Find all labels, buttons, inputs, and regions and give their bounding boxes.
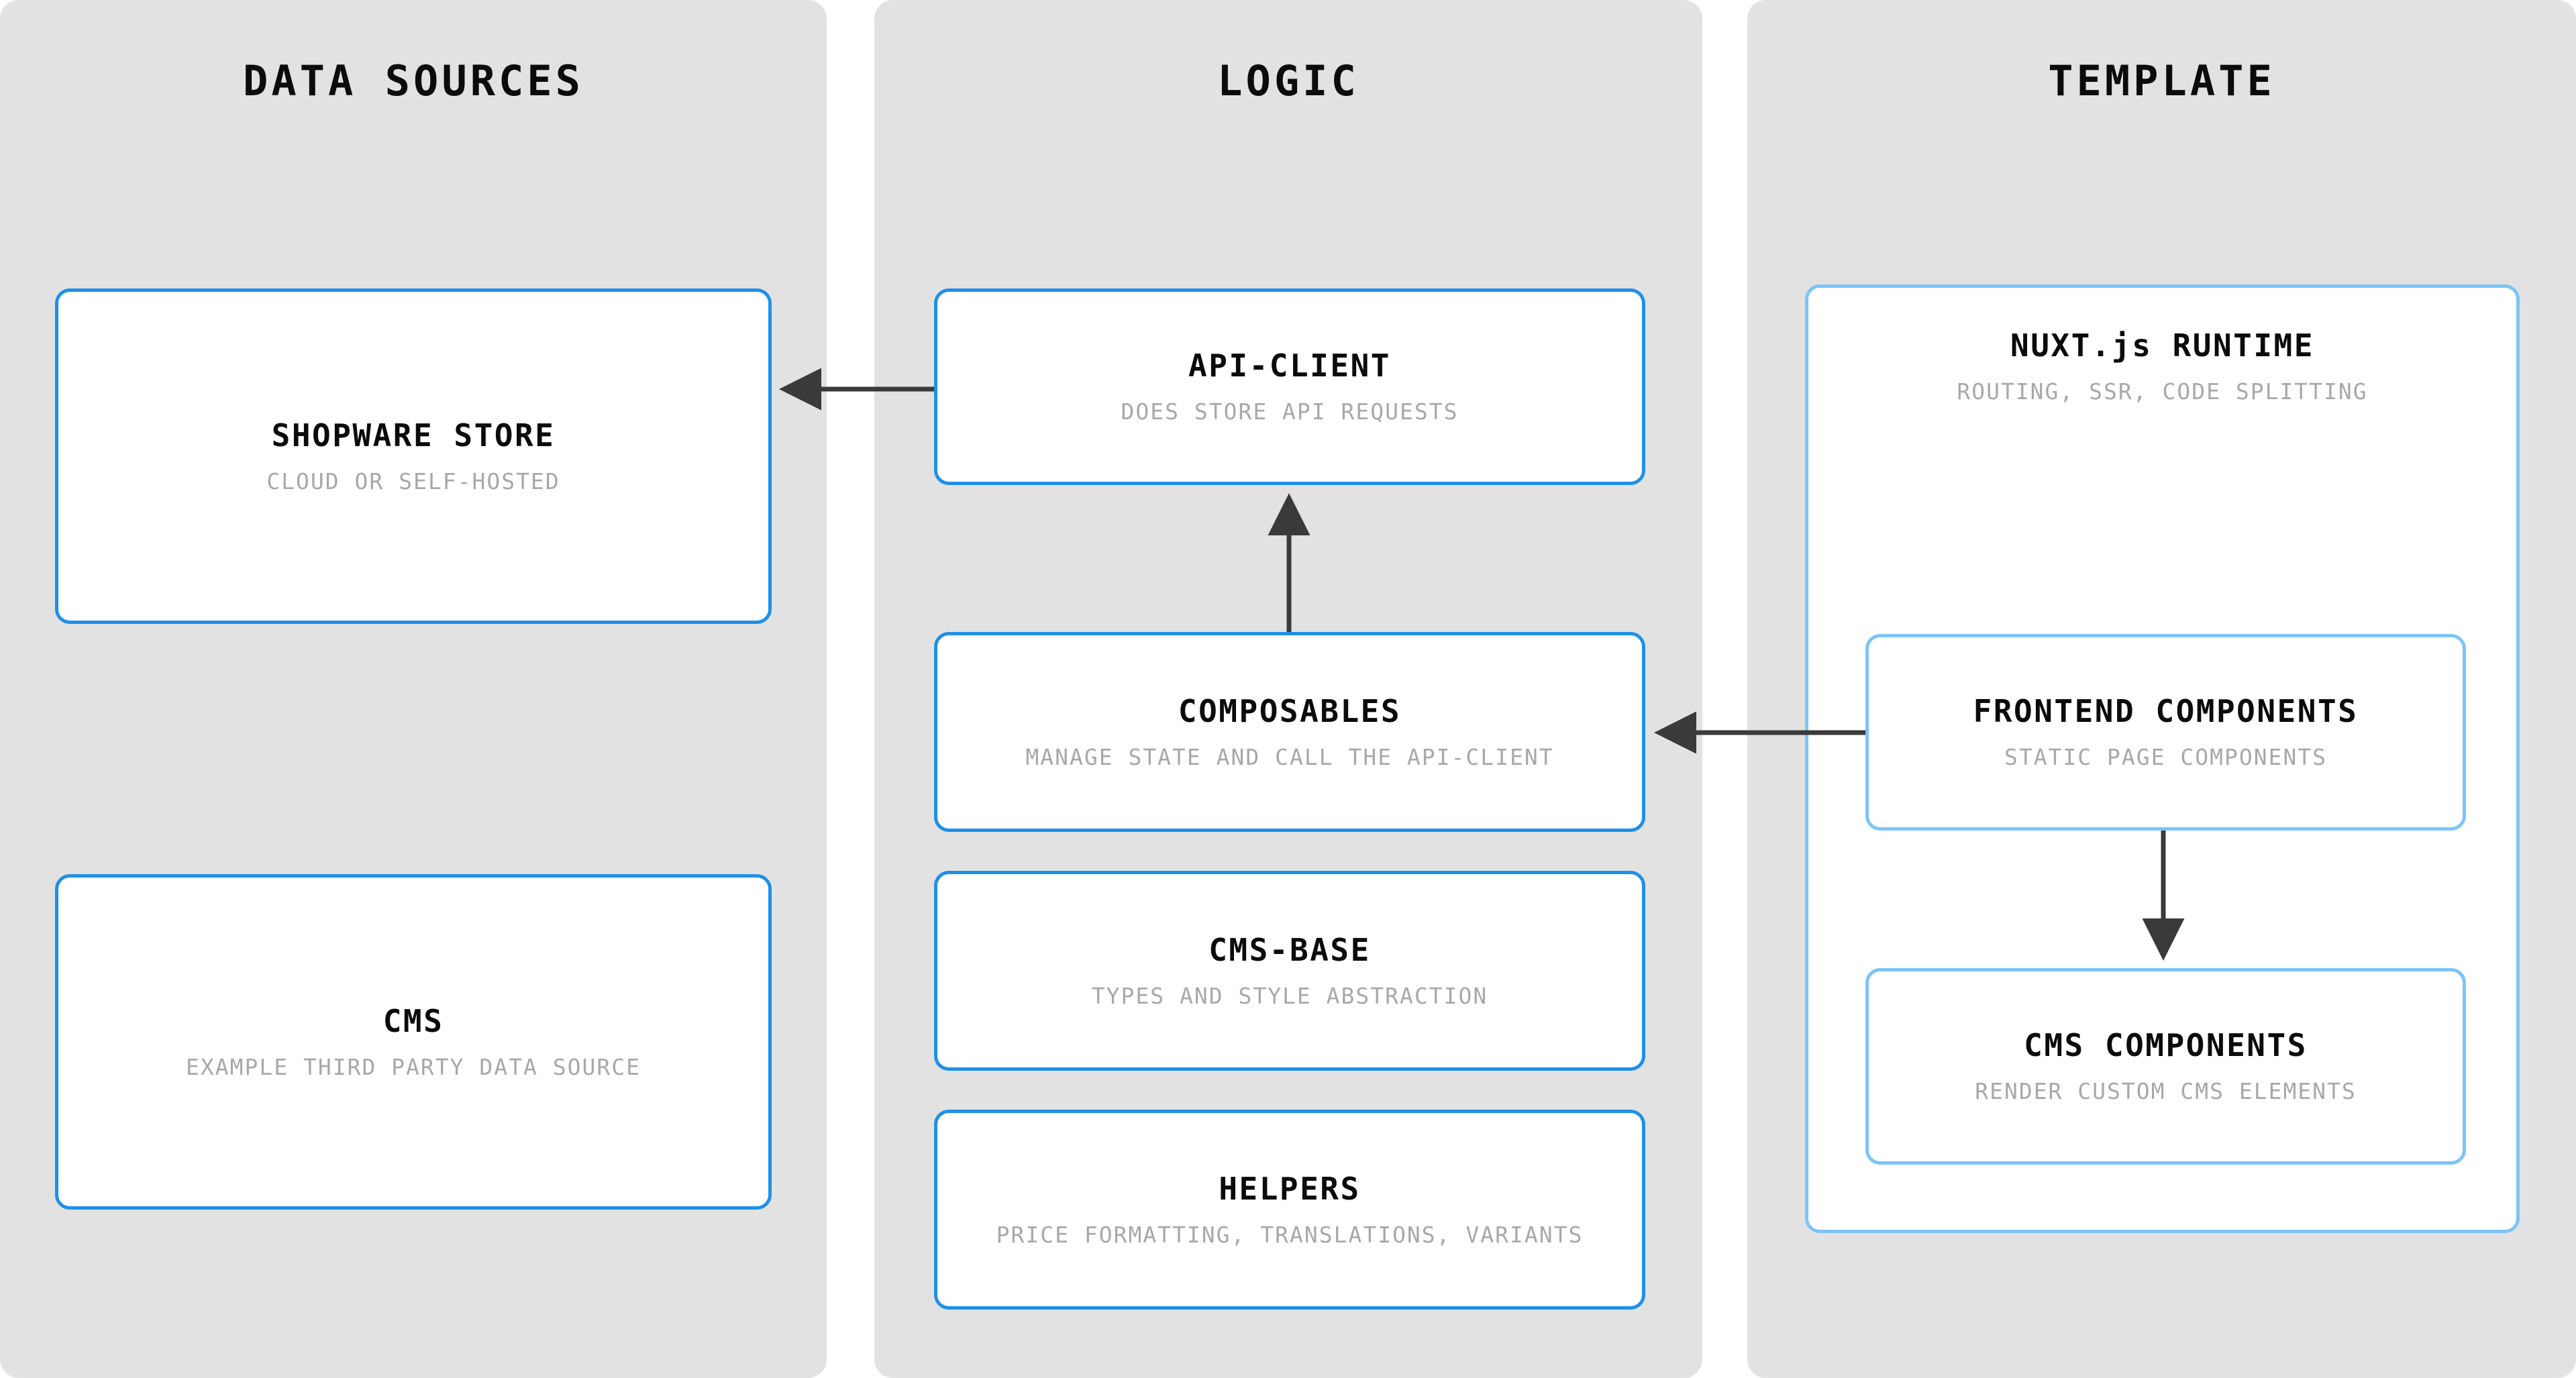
node-composables-subtitle: MANAGE STATE AND CALL THE API-CLIENT xyxy=(1025,743,1554,770)
node-frontend-components-subtitle: STATIC PAGE COMPONENTS xyxy=(2004,744,2328,771)
node-helpers[interactable]: HELPERS PRICE FORMATTING, TRANSLATIONS, … xyxy=(934,1110,1645,1310)
node-api-client[interactable]: API-CLIENT DOES STORE API REQUESTS xyxy=(934,288,1645,485)
column-header-template: TEMPLATE xyxy=(2048,56,2275,105)
node-composables-title: COMPOSABLES xyxy=(1178,692,1402,729)
node-cms[interactable]: CMS EXAMPLE THIRD PARTY DATA SOURCE xyxy=(55,874,772,1210)
node-helpers-subtitle: PRICE FORMATTING, TRANSLATIONS, VARIANTS xyxy=(996,1221,1584,1248)
node-cms-title: CMS xyxy=(382,1002,444,1039)
node-cms-base-subtitle: TYPES AND STYLE ABSTRACTION xyxy=(1091,982,1488,1009)
node-shopware-store-subtitle: CLOUD OR SELF-HOSTED xyxy=(266,468,560,494)
node-composables[interactable]: COMPOSABLES MANAGE STATE AND CALL THE AP… xyxy=(934,632,1645,832)
node-nuxt-runtime-subtitle: ROUTING, SSR, CODE SPLITTING xyxy=(1957,378,2368,405)
node-nuxt-runtime-title: NUXT.js RUNTIME xyxy=(2010,327,2314,364)
node-cms-components-subtitle: RENDER CUSTOM CMS ELEMENTS xyxy=(1975,1078,2357,1105)
node-cms-base-title: CMS-BASE xyxy=(1208,931,1371,968)
node-shopware-store-title: SHOPWARE STORE xyxy=(271,417,556,454)
node-shopware-store[interactable]: SHOPWARE STORE CLOUD OR SELF-HOSTED xyxy=(55,288,772,624)
node-cms-base[interactable]: CMS-BASE TYPES AND STYLE ABSTRACTION xyxy=(934,871,1645,1071)
node-api-client-subtitle: DOES STORE API REQUESTS xyxy=(1121,399,1459,425)
column-header-data-sources: DATA SOURCES xyxy=(243,56,584,105)
node-frontend-components[interactable]: FRONTEND COMPONENTS STATIC PAGE COMPONEN… xyxy=(1865,634,2466,831)
node-helpers-title: HELPERS xyxy=(1219,1170,1361,1207)
node-cms-components-title: CMS COMPONENTS xyxy=(2024,1027,2308,1064)
node-frontend-components-title: FRONTEND COMPONENTS xyxy=(1973,693,2359,730)
node-cms-components[interactable]: CMS COMPONENTS RENDER CUSTOM CMS ELEMENT… xyxy=(1865,968,2466,1165)
node-api-client-title: API-CLIENT xyxy=(1188,348,1391,384)
node-cms-subtitle: EXAMPLE THIRD PARTY DATA SOURCE xyxy=(186,1053,641,1080)
column-header-logic: LOGIC xyxy=(1217,56,1359,105)
node-nuxt-runtime-header: NUXT.js RUNTIME ROUTING, SSR, CODE SPLIT… xyxy=(1808,329,2516,404)
